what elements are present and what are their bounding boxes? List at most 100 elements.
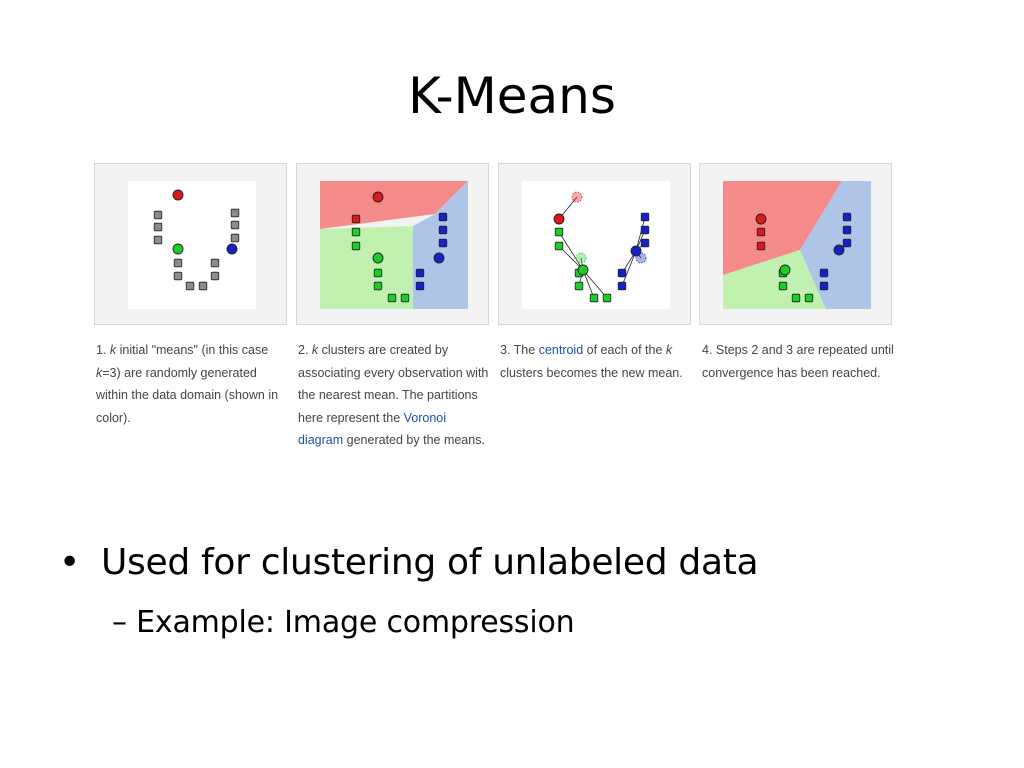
region-blue [800,181,871,309]
data-point-blue [415,268,425,278]
data-point-green [589,293,599,303]
caption-step-1: 1. k initial "means" (in this case k=3) … [96,339,288,429]
data-point [230,233,240,243]
old-mean-red [571,191,583,203]
data-point-blue [640,225,650,235]
data-point-green [554,241,564,251]
diagram-step-1 [94,163,287,325]
data-point-blue [842,212,852,222]
data-point [185,281,195,291]
bullet-symbol: • [59,542,80,583]
diagram-step-3 [498,163,691,325]
data-point-blue [415,281,425,291]
data-point-green [602,293,612,303]
caption-text: k [109,343,117,357]
data-point-red [756,241,766,251]
data-point [153,235,163,245]
data-point-green [778,281,788,291]
sub-bullet-symbol: – [112,605,127,640]
mean-blue [833,244,845,256]
data-point-blue [617,281,627,291]
data-point-green [387,293,397,303]
data-point [210,271,220,281]
bullet-text: Used for clustering of unlabeled data [101,542,759,583]
data-point-green [351,227,361,237]
caption-text: initial "means" (in this case [116,343,269,357]
centroid-red [553,213,565,225]
slide-title: K-Means [408,67,616,125]
sub-bullet-text: Example: Image compression [136,605,575,640]
assignment-line [558,231,584,271]
data-point [230,208,240,218]
diagram-step-3-svg [522,181,670,309]
data-point-blue [842,238,852,248]
mean-blue [433,252,445,264]
data-point-green [574,281,584,291]
data-point [153,222,163,232]
bullet-point: • Used for clustering of unlabeled data [59,538,759,588]
data-point-green [400,293,410,303]
centroid-blue [630,245,642,257]
diagram-step-4-svg [723,181,871,309]
mean-green [172,243,184,255]
caption-text: 1. [96,343,110,357]
caption-step-2: 2. k clusters are created by associating… [298,339,490,452]
caption-text: 2. [298,343,312,357]
caption-text: k [665,343,673,357]
diagram-step-4 [699,163,892,325]
region-green [320,226,413,309]
mean-green [372,252,384,264]
data-point-red [351,214,361,224]
data-point-green [554,227,564,237]
data-point-green [804,293,814,303]
old-mean-green [575,252,587,264]
mean-red [372,191,384,203]
caption-text: clusters becomes the new mean. [500,365,683,380]
caption-text: =3) are randomly generated within the da… [96,365,279,425]
data-point-green [351,241,361,251]
region-red [723,181,842,275]
caption-text: 3. The [500,343,539,357]
data-point-blue [842,225,852,235]
mean-green [779,264,791,276]
caption-step-4: 4. Steps 2 and 3 are repeated until conv… [702,339,894,384]
data-point-blue [438,238,448,248]
data-point [173,271,183,281]
data-point-blue [617,268,627,278]
mean-blue [226,243,238,255]
caption-text: of each of the [583,343,666,357]
data-point-blue [819,281,829,291]
data-point-blue [819,268,829,278]
mean-red [755,213,767,225]
mean-red [172,189,184,201]
assignment-line [621,250,637,287]
caption-text: clusters are created by associating ever… [298,343,489,425]
caption-link[interactable]: Voronoi diagram [298,410,447,448]
assignment-line [635,216,646,252]
data-point-blue [640,212,650,222]
caption-text: generated by the means. [343,433,485,448]
data-point-green [373,268,383,278]
data-point-green [373,281,383,291]
data-point [230,220,240,230]
caption-step-3: 3. The centroid of each of the k cluster… [500,339,692,384]
diagram-step-1-svg [128,181,256,309]
region-green [723,250,826,309]
caption-link[interactable]: centroid [538,343,584,357]
data-point-blue [640,238,650,248]
data-point [210,258,220,268]
caption-text: 4. Steps 2 and 3 are repeated until conv… [702,343,894,380]
data-point [198,281,208,291]
data-point [153,210,163,220]
assignment-line [558,245,584,271]
data-point-red [756,227,766,237]
data-point-blue [438,225,448,235]
sub-bullet-point: – Example: Image compression [112,601,575,645]
diagram-step-2-svg [320,181,468,309]
caption-text: k [96,365,103,380]
diagram-step-2 [296,163,489,325]
data-point [173,258,183,268]
data-point-green [791,293,801,303]
caption-text: k [311,343,319,357]
centroid-green [577,264,589,276]
